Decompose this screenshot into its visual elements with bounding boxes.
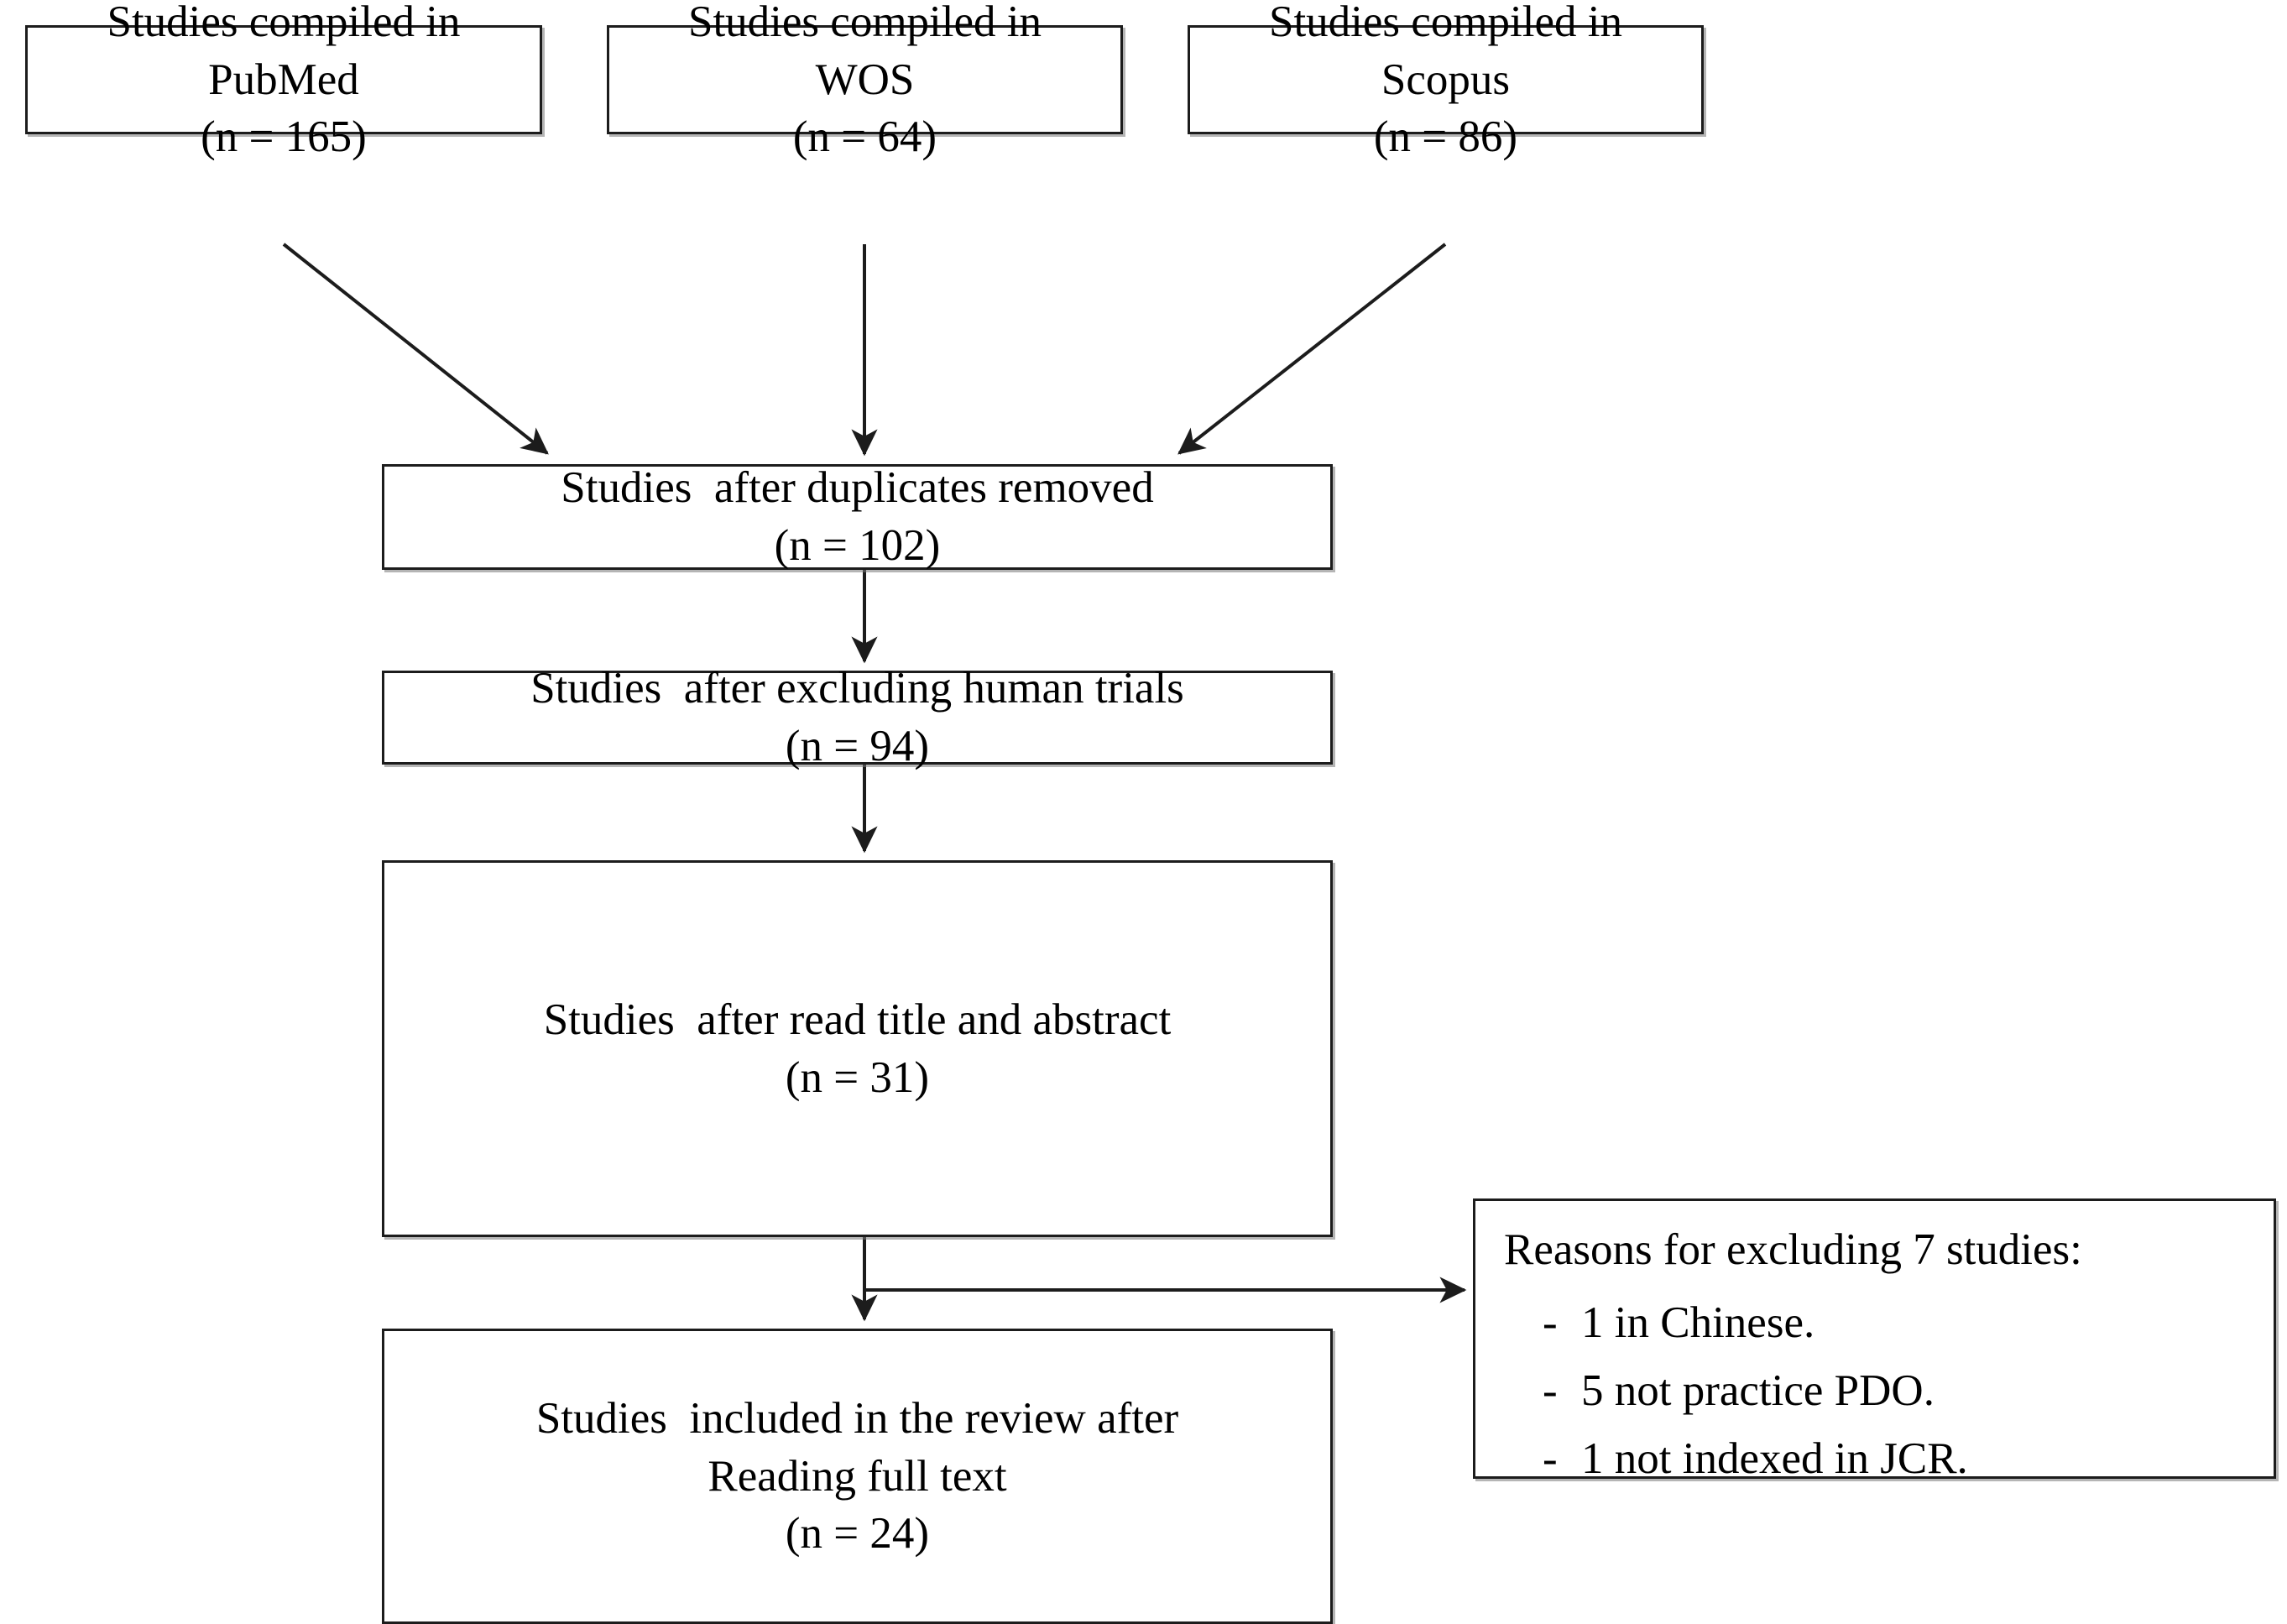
bullet-dash-icon: - <box>1543 1366 1558 1415</box>
connector-scopus-to-duplicates <box>1177 243 1447 455</box>
exclusion-reason-item: - 1 not indexed in JCR. <box>1543 1430 1968 1488</box>
node-source-pubmed-line-2: PubMed <box>208 55 359 104</box>
node-exclusion-reasons: Reasons for excluding 7 studies: - 1 in … <box>1473 1198 2276 1483</box>
node-included-after-full-text-line-2: Reading full text <box>708 1451 1007 1501</box>
node-source-scopus-line-2: Scopus <box>1381 55 1511 104</box>
node-source-pubmed: Studies compiled in PubMed (n = 165) <box>25 0 542 161</box>
node-included-after-full-text-line-1: Studies included in the review after <box>535 1393 1179 1443</box>
exclusion-reasons-title: Reasons for excluding 7 studies: <box>1504 1225 2082 1274</box>
node-source-scopus-count: (n = 86) <box>1373 112 1518 162</box>
node-duplicates-removed-label: Studies after duplicates removed <box>561 463 1154 513</box>
exclusion-reason-item: - 1 in Chinese. <box>1543 1294 1968 1352</box>
node-included-after-full-text: Studies included in the review after Rea… <box>382 1329 1333 1624</box>
exclusion-reason-item: - 5 not practice PDO. <box>1543 1362 1968 1420</box>
node-duplicates-removed-count: (n = 102) <box>774 521 941 570</box>
node-read-title-abstract-count: (n = 31) <box>785 1052 930 1102</box>
node-source-wos-count: (n = 64) <box>792 112 937 162</box>
exclusion-reasons-list: - 1 in Chinese. - 5 not practice PDO. - … <box>1504 1284 1968 1488</box>
connector-pubmed-to-duplicates <box>282 243 549 455</box>
node-source-pubmed-count: (n = 165) <box>201 112 367 162</box>
exclusion-reason-text: 1 not indexed in JCR. <box>1581 1433 1968 1483</box>
node-included-after-full-text-count: (n = 24) <box>785 1509 930 1559</box>
bullet-dash-icon: - <box>1543 1433 1558 1483</box>
node-source-wos-line-1: Studies compiled in <box>687 0 1042 46</box>
node-source-wos: Studies compiled in WOS (n = 64) <box>607 0 1123 161</box>
node-read-title-abstract: Studies after read title and abstract (n… <box>382 860 1333 1237</box>
node-source-wos-line-2: WOS <box>815 55 915 104</box>
node-duplicates-removed: Studies after duplicates removed (n = 10… <box>382 463 1333 570</box>
exclusion-reason-text: 5 not practice PDO. <box>1581 1366 1935 1415</box>
node-excluding-human-trials-label: Studies after excluding human trials <box>530 664 1184 713</box>
node-excluding-human-trials-count: (n = 94) <box>785 722 930 770</box>
node-source-scopus: Studies compiled in Scopus (n = 86) <box>1188 0 1704 161</box>
node-read-title-abstract-label: Studies after read title and abstract <box>543 995 1172 1044</box>
exclusion-reason-text: 1 in Chinese. <box>1581 1298 1815 1347</box>
bullet-dash-icon: - <box>1543 1298 1558 1347</box>
node-source-pubmed-line-1: Studies compiled in <box>107 0 461 46</box>
node-excluding-human-trials: Studies after excluding human trials (n … <box>382 664 1333 770</box>
node-source-scopus-line-1: Studies compiled in <box>1268 0 1623 46</box>
